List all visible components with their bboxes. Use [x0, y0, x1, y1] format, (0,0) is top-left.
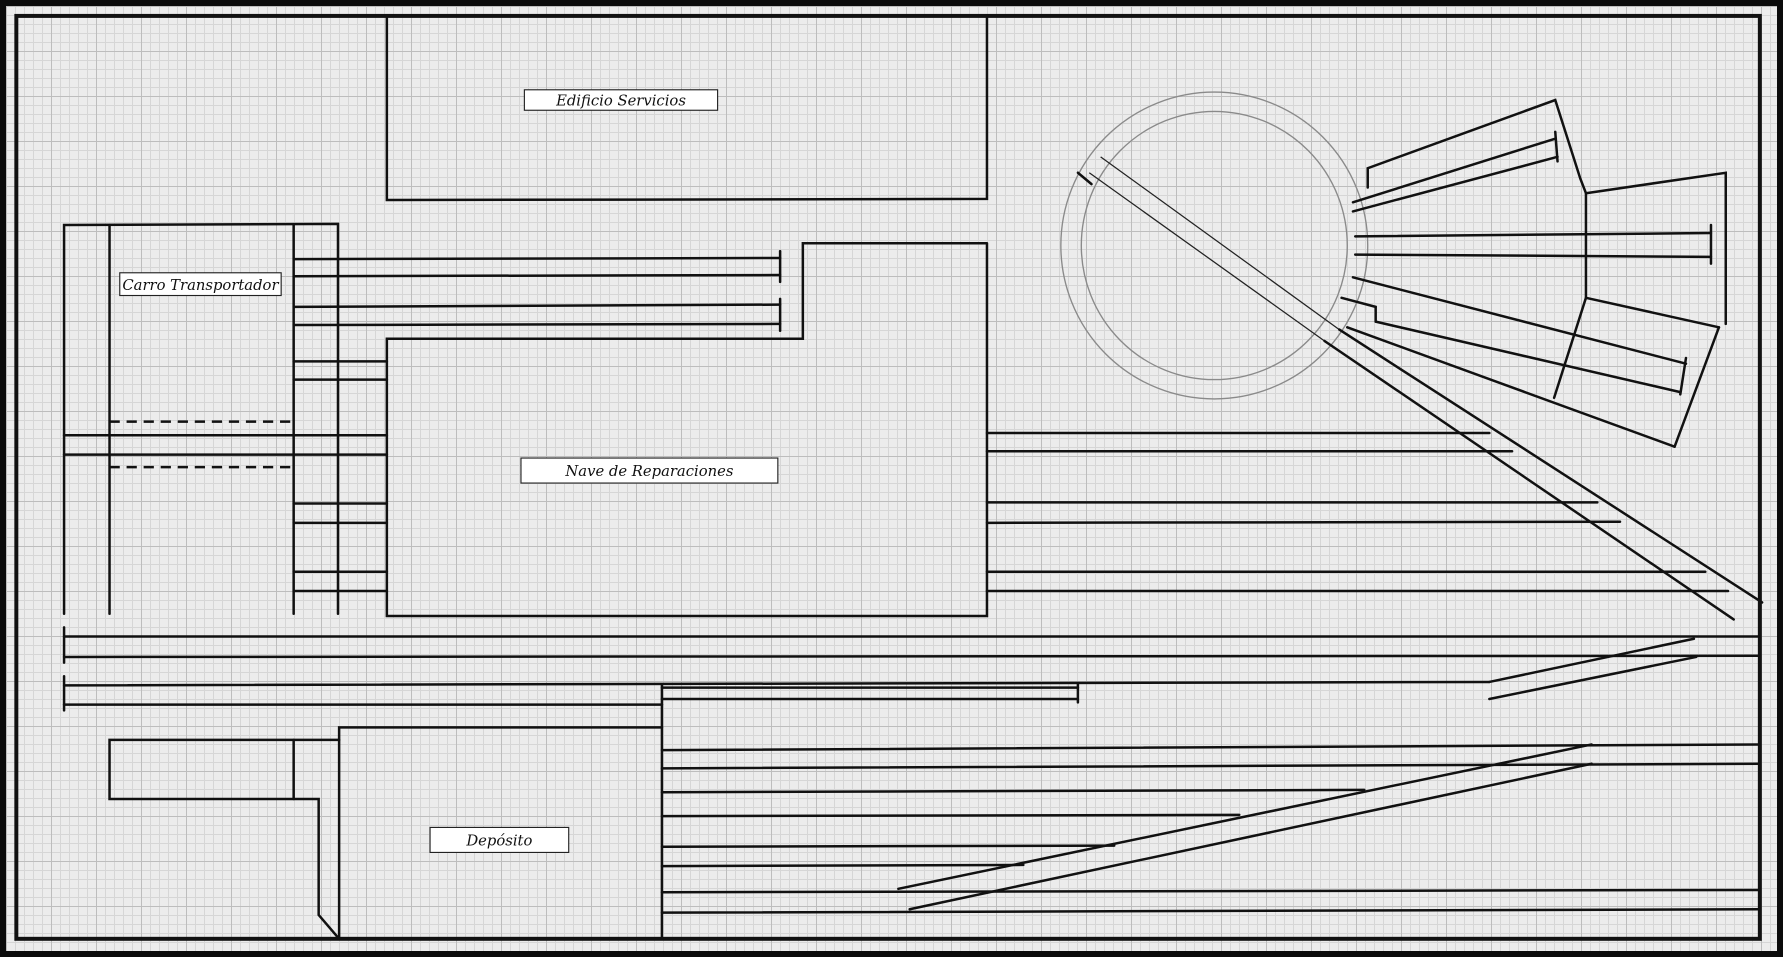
svg-text:Nave de Reparaciones: Nave de Reparaciones: [564, 463, 733, 480]
svg-text:Carro Transportador: Carro Transportador: [122, 277, 279, 294]
yard-tracks-lower: [660, 743, 1762, 914]
grid-paper: [6, 6, 1777, 951]
services-building: [385, 14, 989, 202]
turntable: [1060, 91, 1764, 621]
repair-shop: [385, 241, 989, 618]
svg-text:Depósito: Depósito: [465, 833, 532, 850]
main-line-tracks: [62, 626, 1762, 729]
transfer-table: [62, 222, 389, 616]
label-depot: Depósito: [429, 826, 570, 854]
shop-tracks: [292, 249, 782, 593]
yard-tracks-right: [985, 431, 1730, 593]
roundhouse: [1340, 98, 1727, 448]
svg-text:Edificio Servicios: Edificio Servicios: [555, 93, 686, 110]
label-transfer-table: Carro Transportador: [119, 272, 282, 297]
layout-border: [14, 13, 1762, 941]
label-repair-shop: Nave de Reparaciones: [520, 457, 779, 484]
label-services-building: Edificio Servicios: [523, 89, 719, 111]
depot: [108, 726, 664, 941]
